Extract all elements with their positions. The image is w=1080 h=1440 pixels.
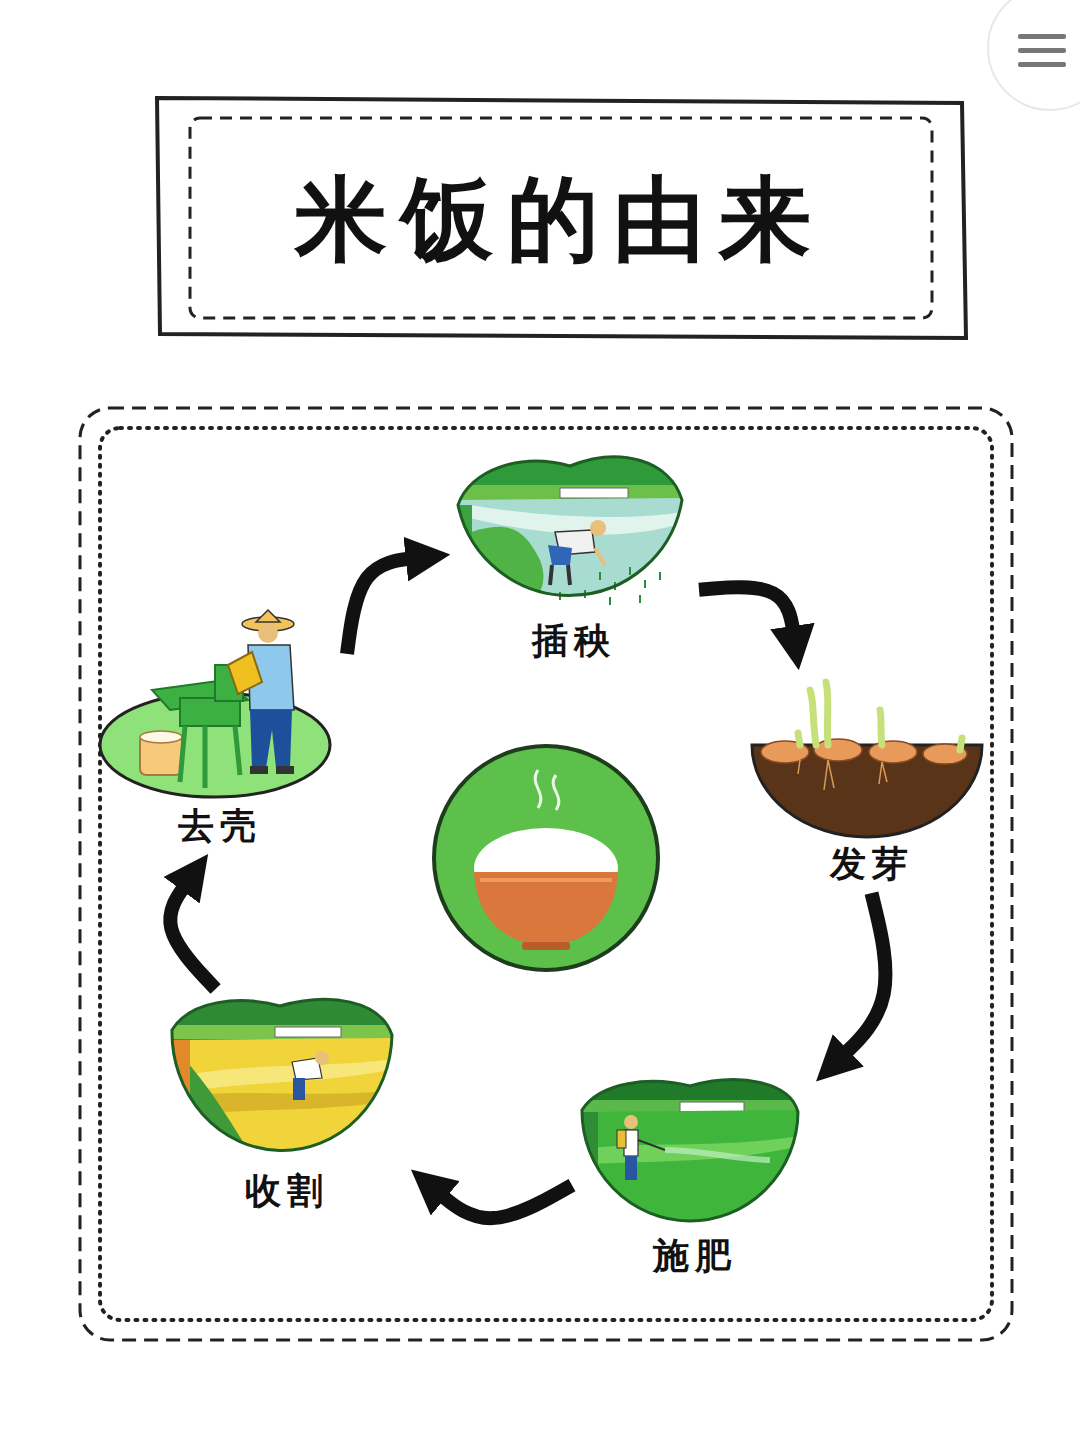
- stage-label: 施肥: [578, 1232, 811, 1279]
- farmer-figure: [228, 610, 294, 774]
- diagram-title: 米饭的由来: [190, 125, 930, 315]
- transplanting-scene: [450, 440, 690, 630]
- sprouting-scene: [752, 682, 982, 837]
- cycle-arrow: [435, 1185, 572, 1218]
- farmer-figure: [617, 1115, 770, 1180]
- cycle-arrow: [347, 558, 419, 654]
- husking-scene: [100, 610, 330, 797]
- cycle-arrow: [170, 879, 215, 989]
- cycle-arrow: [699, 587, 794, 639]
- farmer-figure: [292, 1051, 329, 1100]
- outer-frame: [80, 408, 1012, 1340]
- stage-node: 去壳: [98, 605, 341, 849]
- stage-node: 施肥: [578, 1070, 811, 1279]
- stage-label: 去壳: [98, 802, 341, 849]
- stage-node: 插秧: [455, 445, 693, 664]
- stage-node: 发芽: [750, 675, 993, 887]
- title-frame: [157, 98, 966, 338]
- rice-bowl: [434, 746, 658, 970]
- harvesting-scene: [165, 990, 400, 1170]
- stage-label: 收割: [168, 1167, 406, 1214]
- stage-label: 插秧: [455, 617, 693, 664]
- fertilizing-scene: [575, 1070, 805, 1240]
- stage-node: 收割: [168, 995, 406, 1214]
- stage-label: 发芽: [750, 840, 993, 887]
- cycle-arrow: [839, 893, 886, 1059]
- farmer-figure: [548, 520, 606, 585]
- menu-icon: [988, 0, 1080, 110]
